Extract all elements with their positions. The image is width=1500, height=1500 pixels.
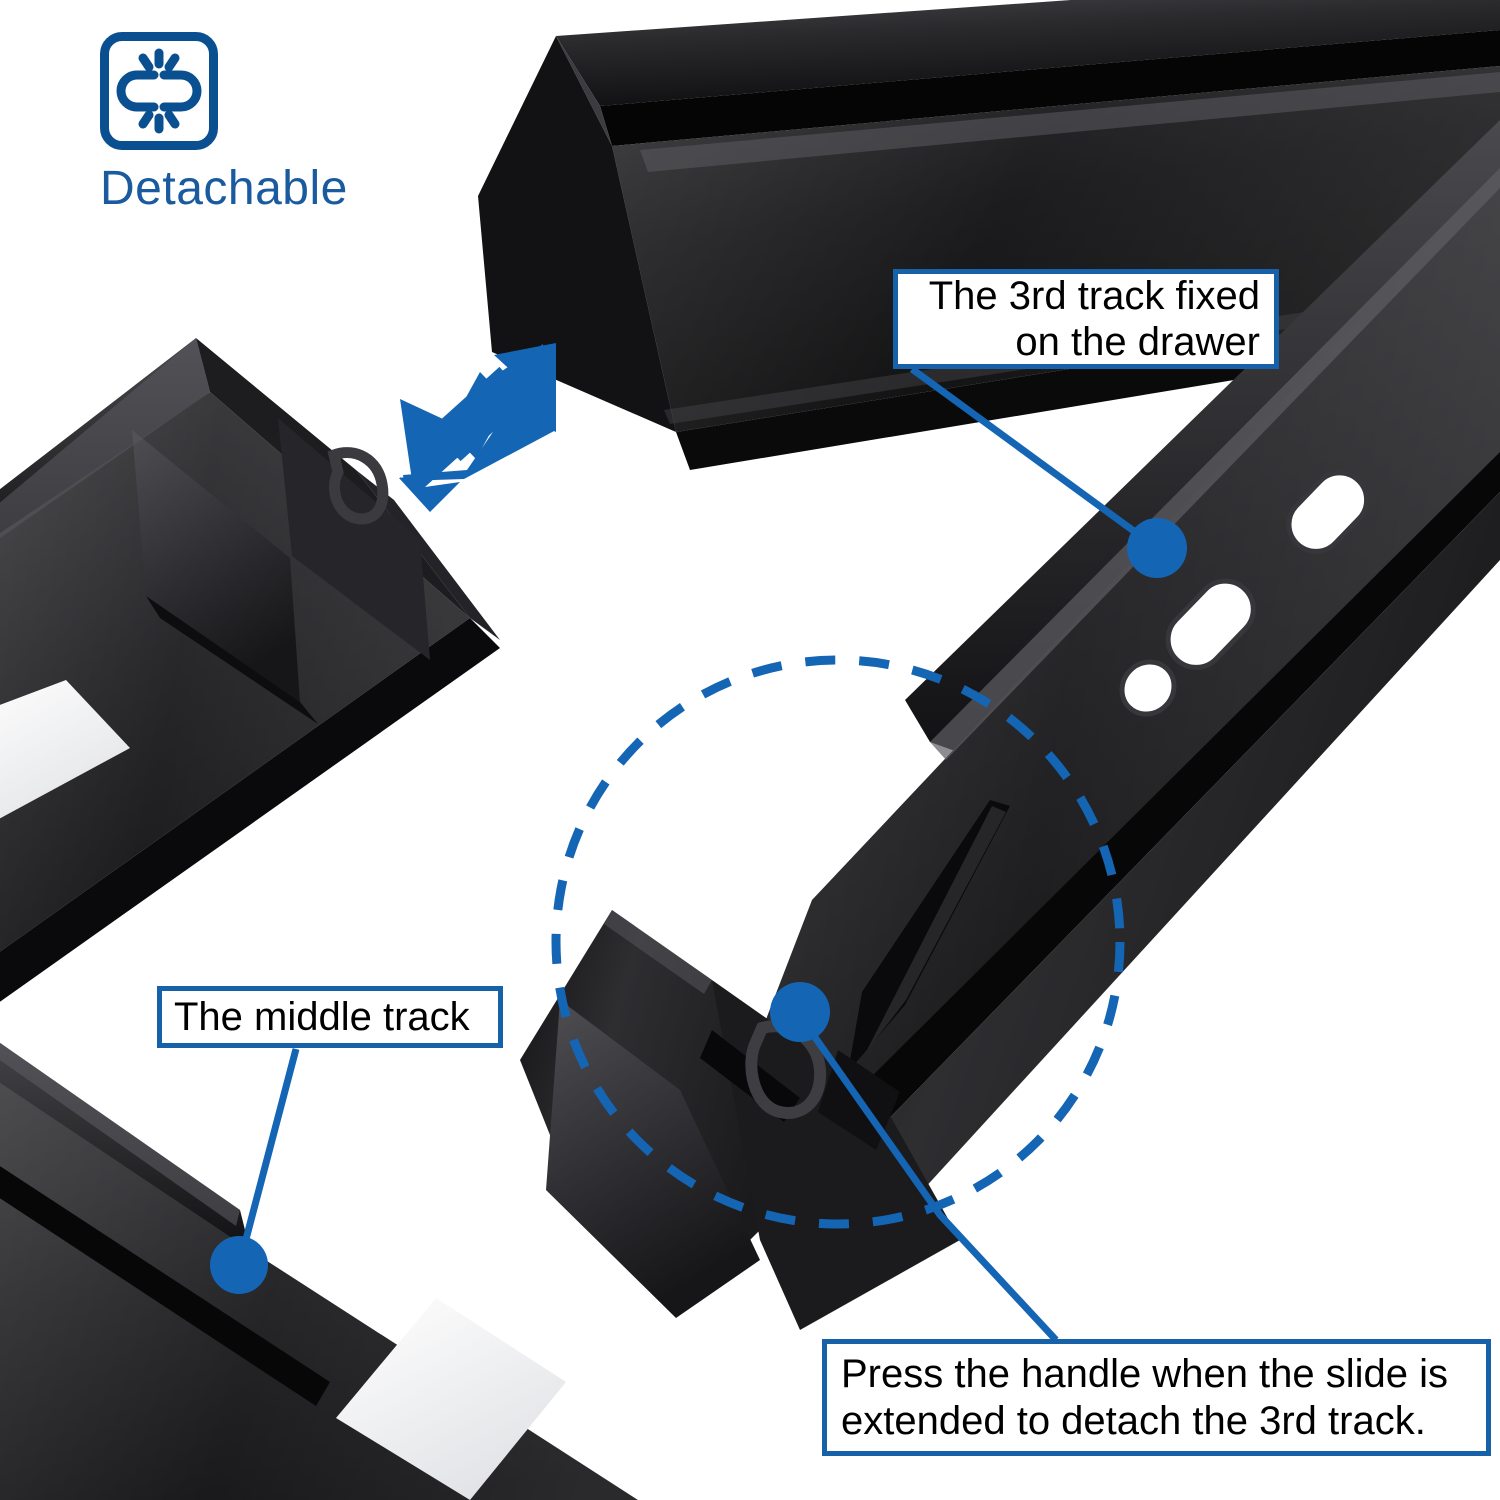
- rail-mounting-slots: [1119, 470, 1370, 717]
- leader-press-handle: [797, 1013, 1059, 1343]
- leader-third-track: [909, 366, 1160, 551]
- detachable-icon-box: [100, 32, 218, 150]
- press-handle-marker: [770, 982, 830, 1042]
- marker-dots: [210, 518, 1187, 1294]
- broken-chain-link-icon: [116, 48, 202, 134]
- callout-press-handle-line-1: Press the handle when the slide is: [841, 1352, 1449, 1397]
- leader-lines: [236, 366, 1160, 1343]
- middle-track-marker: [210, 1236, 268, 1294]
- label-patch-upper: [0, 680, 130, 819]
- release-handle-latch: [132, 418, 430, 724]
- middle-track-rail-upper-left: [0, 338, 500, 1002]
- callout-middle-track-line-1: The middle track: [174, 994, 470, 1039]
- callout-third-track-line-1: The 3rd track fixed: [928, 273, 1260, 318]
- callout-middle-track: The middle track: [157, 986, 503, 1048]
- upper-right-long-rail: [760, 120, 1500, 1215]
- detachable-badge: Detachable: [100, 32, 430, 214]
- latch-hook-loop: [327, 447, 389, 525]
- callout-press-handle: Press the handle when the slide is exten…: [822, 1339, 1491, 1456]
- dashed-highlight-circle: [551, 655, 1125, 1229]
- callout-third-track: The 3rd track fixed on the drawer: [893, 269, 1279, 369]
- third-track-marker: [1127, 518, 1187, 578]
- label-patch-lower: [336, 1298, 566, 1500]
- callout-press-handle-line-2: extended to detach the 3rd track.: [841, 1398, 1426, 1443]
- callout-third-track-line-2: on the drawer: [1015, 320, 1260, 364]
- detachable-label: Detachable: [100, 162, 348, 215]
- middle-track-rail-lower-left: [0, 1042, 638, 1500]
- detach-double-arrow: [399, 343, 556, 512]
- third-track-detached-rail: [478, 0, 1500, 470]
- leader-middle-track: [236, 1048, 300, 1263]
